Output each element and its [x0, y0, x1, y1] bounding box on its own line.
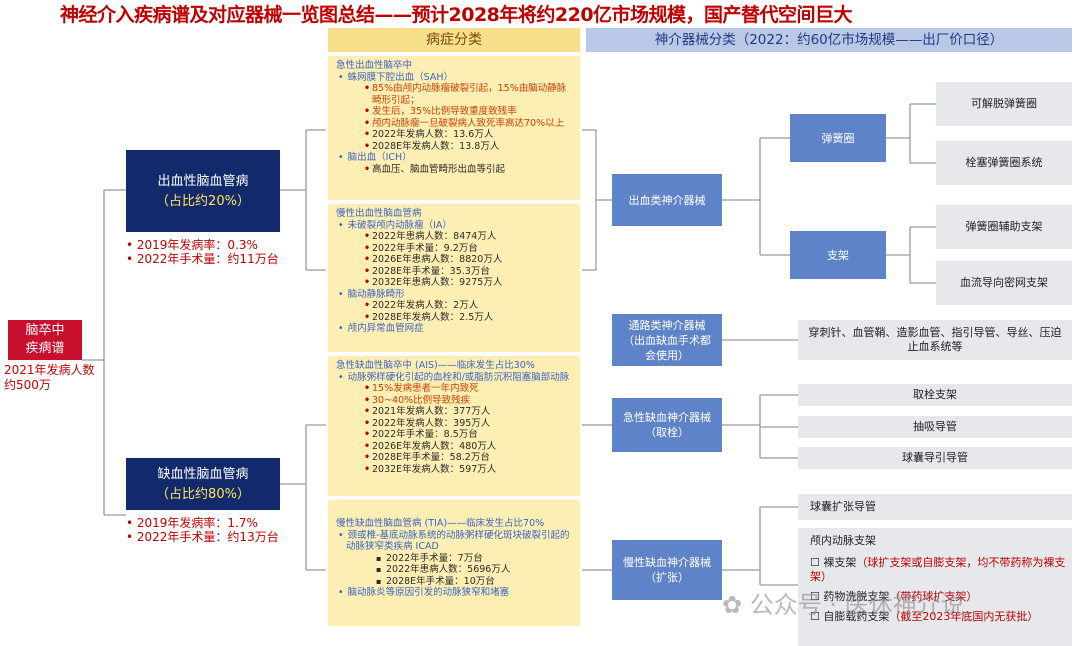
ia-item: 2028E年手术量：35.3万台	[336, 266, 572, 278]
avm-label: 脑动静脉畸形	[336, 289, 572, 301]
ia-item: 2026E年患病人数：8820万人	[336, 254, 572, 266]
ia-item: 2022年患病人数：8474万人	[336, 231, 572, 243]
avm-item: 2022年发病人数：2万人	[336, 300, 572, 312]
balloon-guide-catheter-box: 球囊导引导管	[798, 447, 1072, 469]
ais-item: 15%发病患者一年内致死	[336, 383, 572, 395]
checkbox-icon: ☐	[810, 590, 824, 603]
chronic-ischemic-device-box: 慢性缺血神介器械（扩张）	[612, 540, 722, 600]
sah-item: 85%由颅内动脉瘤破裂引起，15%由脑动静脉畸形引起；	[336, 83, 572, 106]
acute-ischemic-device-box: 急性缺血神介器械（取栓）	[612, 398, 722, 452]
access-devices-box: 穿刺针、血管鞘、造影血管、指引导管、导丝、压迫止血系统等	[798, 320, 1072, 360]
intracranial-stent-box: 颅内动脉支架 ☐ 裸支架（球扩支架或自膨支架，均不带药称为裸支架） ☐ 药物洗脱…	[798, 528, 1072, 646]
watermark: ✿ 公众号 · 医休神介说	[722, 585, 965, 620]
stent-type-note: （带药球扩支架）	[889, 590, 978, 603]
ais-item: 2022年发病人数：395万人	[336, 418, 572, 430]
stent-type-name: 自膨载药支架	[823, 610, 890, 623]
ais-item: 2026E年发病人数：480万人	[336, 441, 572, 453]
root-label-line2: 疾病谱	[25, 341, 65, 356]
ich-item: 高血压、脑血管畸形出血等引起	[336, 164, 572, 176]
stent-type-item: ☐ 自膨载药支架（截至2023年底国内无获批）	[798, 610, 1072, 624]
disease-category-header: 病症分类	[328, 28, 580, 52]
tia-item: 2022年患病人数：5696万人	[336, 564, 572, 576]
sah-item: 发生后，35%比例导致重度致残率	[336, 106, 572, 118]
aspiration-catheter-box: 抽吸导管	[798, 416, 1072, 438]
ia-label: 未破裂颅内动脉瘤（IA）	[336, 220, 572, 232]
ischemic-share: （占比约80%）	[156, 487, 250, 502]
root-stat: 2021年发病人数约500万	[4, 363, 95, 392]
acute-hemorrhagic-panel: 急性出血性脑卒中 蛛网膜下腔出血（SAH） 85%由颅内动脉瘤破裂引起，15%由…	[328, 56, 580, 200]
ischemic-stat: • 2019年发病率：1.7%	[126, 516, 258, 530]
stent-type-item: ☐ 药物洗脱支架（带药球扩支架）	[798, 590, 1072, 604]
ais-item: 2022年手术量：8.5万台	[336, 429, 572, 441]
hemorrhagic-share: （占比约20%）	[156, 194, 250, 209]
intracranial-stent-title: 颅内动脉支架	[810, 534, 876, 547]
ais-item: 2028E年手术量：58.2万台	[336, 452, 572, 464]
chronic-ischemic-panel: 慢性缺血性脑血管病 (TIA)——临床发生占比70% 颈或椎-基底动脉系统的动脉…	[328, 500, 580, 626]
tia-item: 2022年手术量：7万台	[336, 553, 572, 565]
ich-label: 脑出血（ICH）	[336, 152, 572, 164]
acute-ischemic-panel: 急性缺血性脑卒中 (AIS)——临床发生占比30% 动脉粥样硬化引起的血栓和/或…	[328, 356, 580, 496]
panel-heading: 急性缺血性脑卒中 (AIS)——临床发生占比30%	[336, 360, 535, 371]
ischemic-title: 缺血性脑血管病	[157, 467, 249, 482]
stent-box: 支架	[790, 231, 886, 279]
embolic-coil-box: 栓塞弹簧圈系统	[936, 141, 1072, 185]
tia-item: 2028E年手术量：10万台	[336, 576, 572, 588]
page-title: 神经介入疾病谱及对应器械一览图总结——预计2028年将约220亿市场规模，国产替…	[60, 4, 853, 26]
stroke-spectrum-box: 脑卒中 疾病谱	[8, 320, 82, 360]
ais-item: 2021年发病人数：377万人	[336, 406, 572, 418]
ais-item: 30~40%比例导致残疾	[336, 395, 572, 407]
stent-type-name: 裸支架	[823, 556, 857, 569]
cause-label: 颈或椎-基底动脉系统的动脉粥样硬化斑块破裂引起的动脉狭窄类疾病 ICAD	[336, 530, 572, 553]
ischemic-box: 缺血性脑血管病 （占比约80%）	[126, 458, 280, 510]
hemorrhagic-device-box: 出血类神介器械	[612, 174, 722, 226]
hemorrhagic-stat: • 2022年手术量：约11万台	[126, 252, 279, 266]
other-label: 脑动脉炎等原因引发的动脉狭窄和堵塞	[336, 587, 572, 599]
coil-assist-stent-box: 弹簧圈辅助支架	[936, 205, 1072, 249]
panel-heading: 急性出血性脑卒中	[336, 60, 413, 71]
checkbox-icon: ☐	[810, 610, 824, 623]
hemorrhagic-stats: • 2019年发病率：0.3% • 2022年手术量：约11万台	[126, 238, 279, 266]
hemorrhagic-box: 出血性脑血管病 （占比约20%）	[126, 150, 280, 232]
root-label-line1: 脑卒中	[25, 323, 65, 338]
ais-item: 2032E年发病人数：597万人	[336, 464, 572, 476]
cause-label: 动脉粥样硬化引起的血栓和/或脂肪沉积阻塞脑部动脉	[336, 372, 572, 384]
other-label: 颅内异常血管网症	[336, 323, 572, 335]
stent-type-note: （球扩支架或自膨支架，均不带药称为裸支架）	[810, 556, 1066, 583]
chronic-hemorrhagic-panel: 慢性出血性脑血管病 未破裂颅内动脉瘤（IA） 2022年患病人数：8474万人 …	[328, 204, 580, 352]
ia-item: 2032E年患病人数：9275万人	[336, 277, 572, 289]
flow-diverter-box: 血流导向密网支架	[936, 261, 1072, 305]
stent-type-name: 药物洗脱支架	[823, 590, 890, 603]
avm-item: 2028E年发病人数：2.5万人	[336, 312, 572, 324]
balloon-dilation-box: 球囊扩张导管	[798, 494, 1072, 520]
ischemic-stats: • 2019年发病率：1.7% • 2022年手术量：约13万台	[126, 516, 286, 544]
detachable-coil-box: 可解脱弹簧圈	[936, 82, 1072, 126]
checkbox-icon: ☐	[810, 556, 824, 569]
sah-label: 蛛网膜下腔出血（SAH）	[336, 72, 572, 84]
ia-item: 2022年手术量：9.2万台	[336, 243, 572, 255]
stent-type-note: （截至2023年底国内无获批）	[889, 610, 1039, 623]
stent-type-item: ☐ 裸支架（球扩支架或自膨支架，均不带药称为裸支架）	[798, 556, 1072, 584]
sah-item: 2022年发病人数：13.6万人	[336, 129, 572, 141]
watermark-text: 公众号 · 医休神介说	[749, 591, 965, 619]
panel-heading: 慢性出血性脑血管病	[336, 208, 422, 219]
panel-heading: 慢性缺血性脑血管病 (TIA)——临床发生占比70%	[336, 518, 545, 529]
ischemic-stat: • 2022年手术量：约13万台	[126, 530, 279, 544]
wechat-icon: ✿	[722, 591, 750, 619]
access-device-box: 通路类神介器械（出血缺血手术都会使用）	[612, 314, 722, 366]
device-category-header: 神介器械分类（2022：约60亿市场规模——出厂价口径）	[586, 28, 1072, 52]
retrieval-stent-box: 取栓支架	[798, 384, 1072, 406]
sah-item: 颅内动脉瘤一旦破裂病人致死率高达70%以上	[336, 118, 572, 130]
hemorrhagic-stat: • 2019年发病率：0.3%	[126, 238, 258, 252]
coil-box: 弹簧圈	[790, 114, 886, 162]
sah-item: 2028E年发病人数：13.8万人	[336, 141, 572, 153]
hemorrhagic-title: 出血性脑血管病	[157, 174, 249, 189]
